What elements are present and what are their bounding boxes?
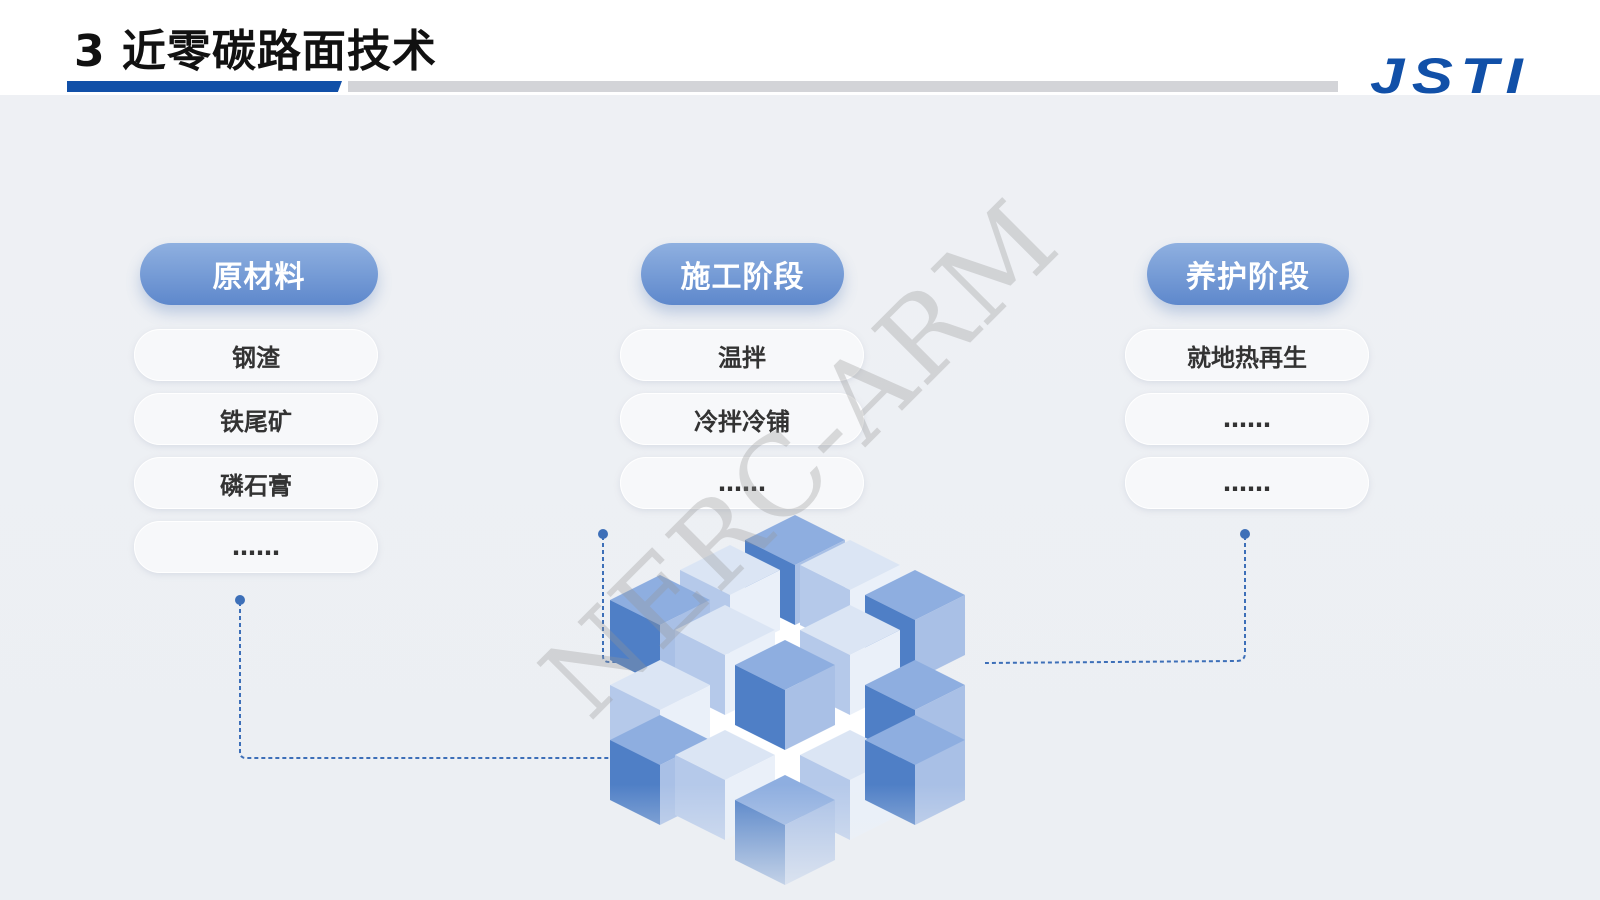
logo-text: JSTI xyxy=(1370,50,1530,95)
list-item: …… xyxy=(620,457,864,509)
list-item: 就地热再生 xyxy=(1125,329,1369,381)
list-item: 冷拌冷铺 xyxy=(620,393,864,445)
list-item: …… xyxy=(134,521,378,573)
page-title: 3 近零碳路面技术 xyxy=(74,26,437,77)
stage-construction: 施工阶段 xyxy=(641,243,844,305)
title-underline-accent xyxy=(67,81,342,92)
list-item: 温拌 xyxy=(620,329,864,381)
list-item: 磷石膏 xyxy=(134,457,378,509)
list-item: 钢渣 xyxy=(134,329,378,381)
list-item: 铁尾矿 xyxy=(134,393,378,445)
list-item: …… xyxy=(1125,393,1369,445)
jsti-logo: JSTI xyxy=(1370,50,1530,95)
title-underline xyxy=(348,81,1338,92)
stage-maintenance: 养护阶段 xyxy=(1147,243,1349,305)
list-item: …… xyxy=(1125,457,1369,509)
cube-illustration xyxy=(600,515,990,900)
stage-raw-materials: 原材料 xyxy=(140,243,378,305)
